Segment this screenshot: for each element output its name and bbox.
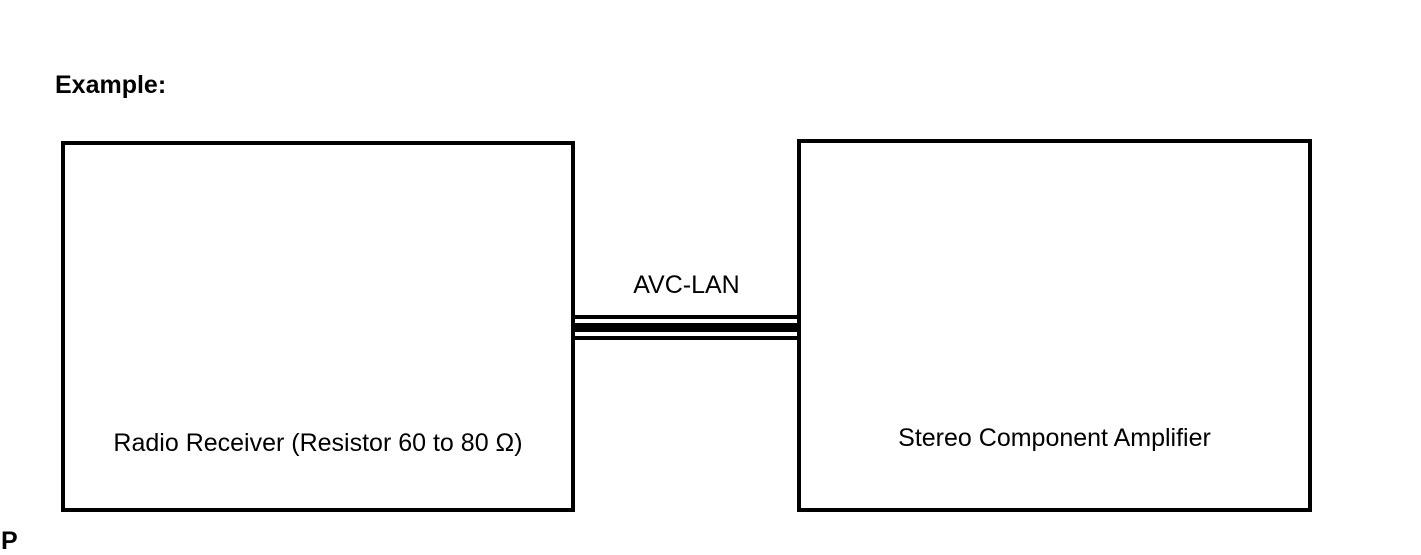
avc-lan-bus-label: AVC-LAN — [633, 271, 740, 299]
bus-line-bottom — [573, 336, 800, 340]
block-stereo-amplifier-label: Stereo Component Amplifier — [898, 424, 1211, 452]
block-radio-receiver: Radio Receiver (Resistor 60 to 80 Ω) — [61, 141, 575, 512]
page-marker: P — [1, 527, 18, 555]
page-title: Example: — [55, 71, 167, 99]
block-stereo-amplifier: Stereo Component Amplifier — [797, 139, 1312, 512]
bus-line-top — [573, 315, 800, 319]
bus-line-middle — [573, 323, 800, 332]
avc-lan-bus — [573, 313, 800, 343]
block-radio-receiver-label: Radio Receiver (Resistor 60 to 80 Ω) — [113, 429, 523, 457]
